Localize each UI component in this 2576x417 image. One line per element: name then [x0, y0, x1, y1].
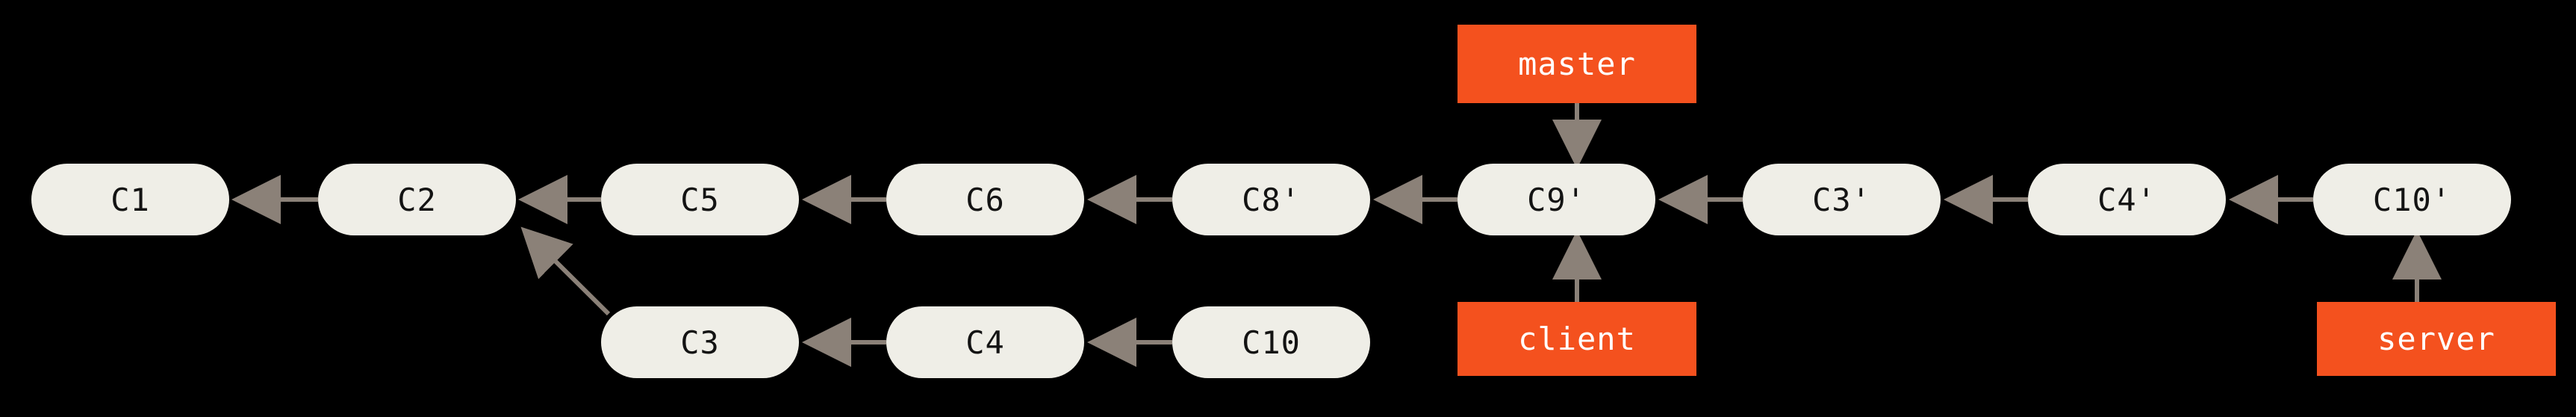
branch-label-client[interactable]: client — [1457, 302, 1696, 376]
edge-c3-c2 — [520, 226, 611, 316]
commit-node-c4-prime[interactable]: C4' — [2028, 164, 2226, 235]
commit-node-c6[interactable]: C6 — [886, 164, 1084, 235]
commit-node-c3-prime[interactable]: C3' — [1743, 164, 1941, 235]
commit-node-c8-prime[interactable]: C8' — [1172, 164, 1370, 235]
commit-node-c9-prime[interactable]: C9' — [1457, 164, 1655, 235]
commit-node-c5[interactable]: C5 — [601, 164, 799, 235]
commit-node-c10[interactable]: C10 — [1172, 306, 1370, 378]
commit-node-c4[interactable]: C4 — [886, 306, 1084, 378]
commit-node-c2[interactable]: C2 — [318, 164, 516, 235]
commit-node-c10-prime[interactable]: C10' — [2313, 164, 2511, 235]
commit-node-c3[interactable]: C3 — [601, 306, 799, 378]
commit-node-c1[interactable]: C1 — [31, 164, 229, 235]
branch-label-server[interactable]: server — [2317, 302, 2556, 376]
branch-label-master[interactable]: master — [1457, 25, 1696, 103]
